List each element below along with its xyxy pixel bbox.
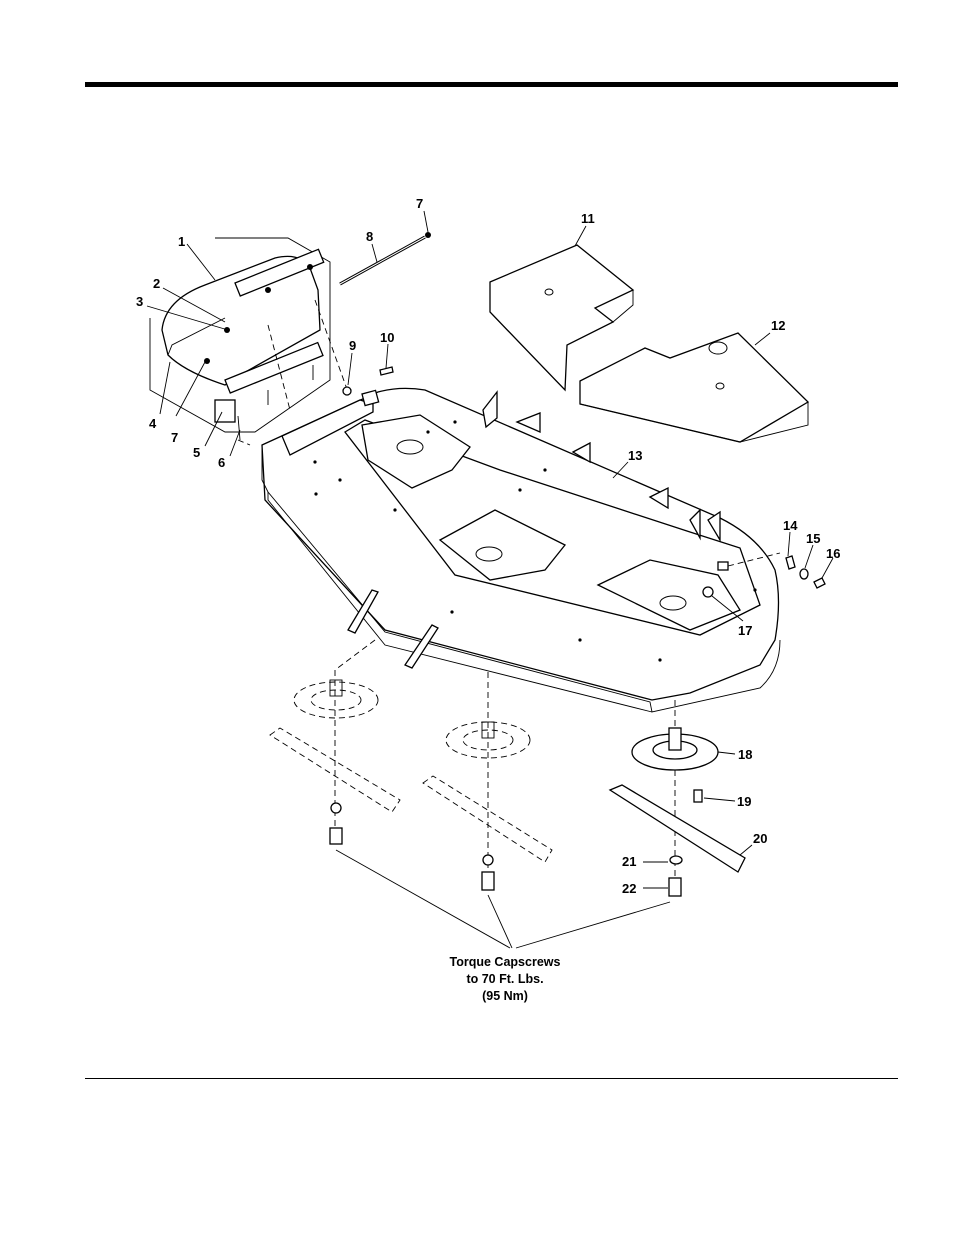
callout-17: 17	[738, 623, 752, 638]
callout-15: 15	[806, 531, 820, 546]
callout-11: 11	[581, 211, 595, 226]
torque-note-line-3: (95 Nm)	[420, 988, 590, 1005]
torque-note: Torque Capscrews to 70 Ft. Lbs. (95 Nm)	[420, 954, 590, 1005]
callout-8: 8	[366, 229, 373, 244]
callout-4: 4	[149, 416, 157, 431]
rod-part	[340, 232, 431, 284]
callout-10: 10	[380, 330, 394, 345]
center-spindle-blade	[423, 672, 552, 890]
right-hardware	[786, 556, 825, 588]
callout-9: 9	[349, 338, 356, 353]
callout-1: 1	[178, 234, 185, 249]
callout-22: 22	[622, 881, 636, 896]
callout-7b: 7	[416, 196, 423, 211]
deck-cover-right	[580, 333, 808, 442]
callout-19: 19	[737, 794, 751, 809]
bottom-rule	[85, 1078, 898, 1079]
callout-16: 16	[826, 546, 840, 561]
torque-note-line-1: Torque Capscrews	[420, 954, 590, 971]
callout-14: 14	[783, 518, 798, 533]
bolt-part	[380, 367, 393, 375]
nut-part	[343, 387, 351, 395]
callout-7a: 7	[171, 430, 178, 445]
callout-12: 12	[771, 318, 785, 333]
callout-21: 21	[622, 854, 636, 869]
callout-3: 3	[136, 294, 143, 309]
callout-2: 2	[153, 276, 160, 291]
callout-18: 18	[738, 747, 752, 762]
callout-6: 6	[218, 455, 225, 470]
callout-13: 13	[628, 448, 642, 463]
mower-deck	[262, 388, 780, 712]
left-spindle-blade	[270, 640, 400, 844]
torque-note-line-2: to 70 Ft. Lbs.	[420, 971, 590, 988]
callout-20: 20	[753, 831, 767, 846]
belt-cover-assembly	[150, 238, 348, 445]
callout-5: 5	[193, 445, 200, 460]
